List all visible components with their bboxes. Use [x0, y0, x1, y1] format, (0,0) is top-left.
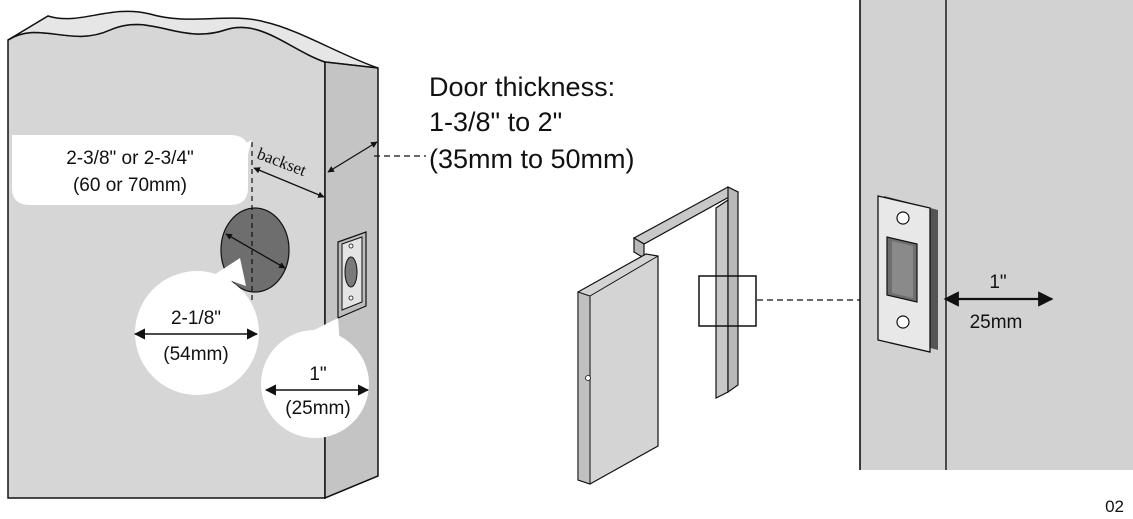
- bore-hole-line1: 2-1/8": [171, 308, 221, 329]
- door-illustration: backset: [7, 10, 426, 500]
- latch-screw-bottom: [348, 295, 354, 301]
- latch-screw-top: [348, 243, 354, 249]
- door-thickness-line2: 1-3/8" to 2": [429, 107, 562, 137]
- jamb-illustration: 1" 25mm: [859, 0, 1133, 470]
- strike-depth-line1: 1": [989, 272, 1006, 293]
- latch-callout: 1" (25mm): [261, 318, 370, 438]
- backset-arrow: [253, 167, 325, 198]
- bore-callout: 2-1/8" (54mm): [133, 258, 259, 395]
- thickness-arrow: [327, 141, 378, 173]
- strike-screw-top: [896, 211, 910, 225]
- door-thickness-line3: (35mm to 50mm): [429, 144, 635, 174]
- door-thickness-label: Door thickness: 1-3/8" to 2" (35mm to 50…: [429, 72, 635, 174]
- backset-callout: 2-3/8" or 2-3/4" (60 or 70mm): [12, 135, 252, 205]
- zoom-box: [698, 275, 757, 327]
- latch-hole-line1: 1": [309, 364, 326, 385]
- door-knob-dot: [585, 375, 591, 381]
- bore-diameter-line: [225, 233, 286, 269]
- bore-hole-line2: (54mm): [163, 344, 228, 365]
- door-frame-illustration: [577, 186, 880, 485]
- backset-options-line2: (60 or 70mm): [73, 175, 187, 196]
- frame-jamb-right: [715, 198, 729, 399]
- backset-options-line1: 2-3/8" or 2-3/4": [66, 148, 194, 169]
- latch-hole-line2: (25mm): [285, 398, 350, 419]
- door-thickness-line1: Door thickness:: [429, 72, 615, 102]
- strike-screw-bottom: [896, 315, 910, 329]
- page-number: 02: [1105, 497, 1124, 516]
- latch-hole: [344, 256, 358, 288]
- strike-depth-line2: 25mm: [970, 312, 1023, 333]
